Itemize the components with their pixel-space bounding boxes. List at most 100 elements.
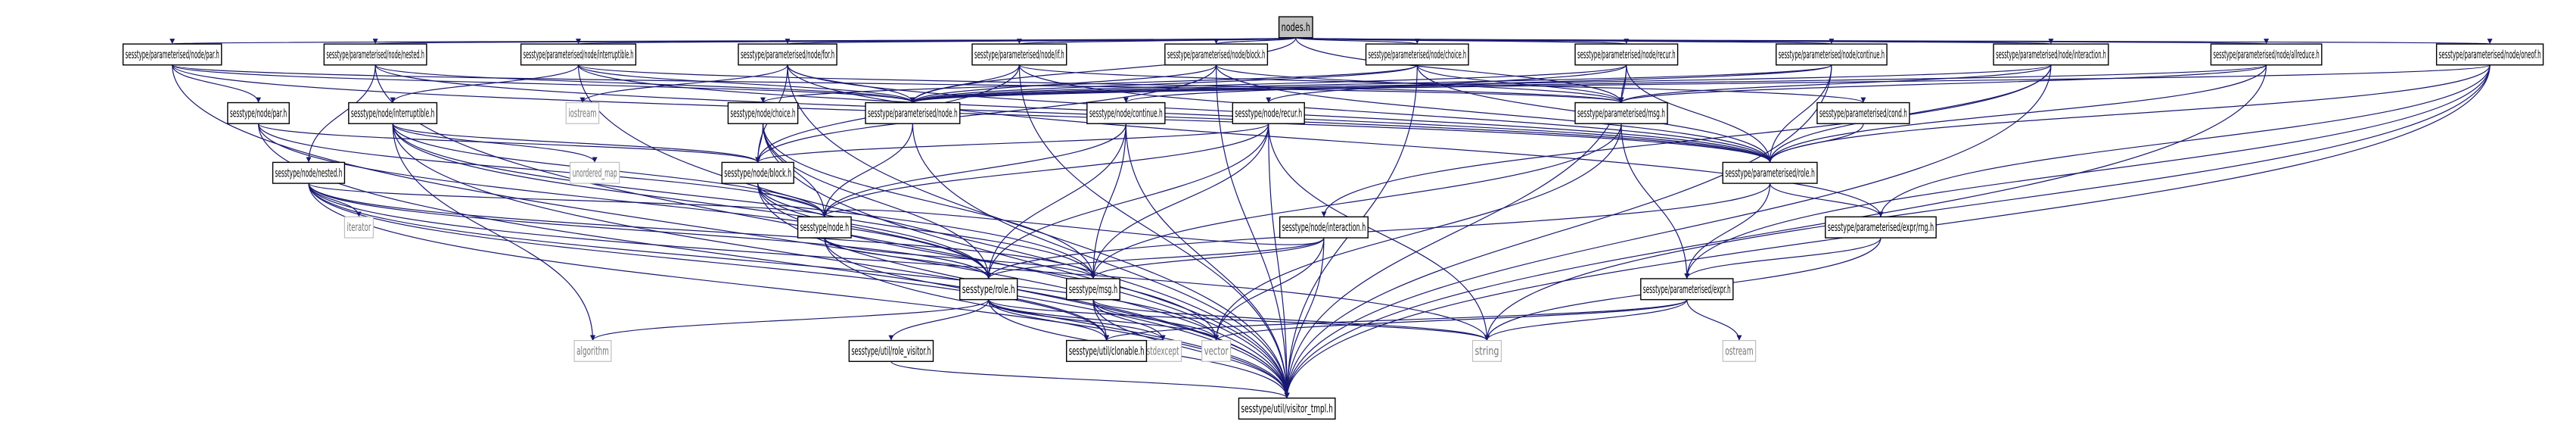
edge-node_h-to-role_h [824,237,992,279]
node-pn-par[interactable]: sesstype/parameterised/node/par.h [122,43,222,66]
node-box [797,216,852,239]
edge-pn_recur-to-u_visitor_tmpl [1284,64,1627,398]
node-label: sesstype/parameterised/node/for.h [741,48,834,61]
edge-role_h-to-u_role_visitor [888,299,990,341]
edge-pn_nested-to-p_role [374,64,1773,163]
edge-node_h-to-msg_h [824,237,1096,279]
edge-p_msg-to-p_expr [1620,123,1690,279]
edge-n_interaction-to-msg_h [1090,237,1325,279]
node-n-block[interactable]: sesstype/node/block.h [721,161,794,184]
node-box [570,161,620,184]
node-label: sesstype/parameterised/role.h [1725,166,1815,179]
node-box [343,216,374,239]
node-label: sesstype/parameterised/node/nested.h [326,48,424,61]
node-box [1279,216,1369,239]
edge-n_par-to-n_block [257,123,761,163]
node-pn-allreduce[interactable]: sesstype/parameterised/node/allreduce.h [2210,43,2323,66]
node-msg-h[interactable]: sesstype/msg.h [1066,278,1120,301]
node-box [323,43,427,66]
node-label: vector [1204,344,1229,357]
edge-p_node-to-u_visitor_tmpl [912,123,1290,398]
node-p-role[interactable]: sesstype/parameterised/role.h [1722,161,1818,184]
edge-pn_continue-to-p_role [1767,64,1832,163]
edge-pn_interaction-to-p_role [1767,64,2052,163]
node-pn-recur[interactable]: sesstype/parameterised/node/recur.h [1574,43,1679,66]
node-label: sesstype/node.h [800,220,849,234]
edge-p_role-to-p_expr_rng [1769,183,1884,217]
node-label: sesstype/parameterised/node/block.h [1167,48,1266,61]
node-n-recur[interactable]: sesstype/node/recur.h [1232,101,1305,124]
node-n-nested[interactable]: sesstype/node/nested.h [272,161,346,184]
node-u-visitor-tmpl[interactable]: sesstype/util/visitor_tmpl.h [1238,397,1336,420]
edge-nodes_h-to-p_msg [1295,37,1624,103]
node-p-cond[interactable]: sesstype/parameterised/cond.h [1816,101,1910,124]
node-n-choice[interactable]: sesstype/node/choice.h [727,101,799,124]
node-box [865,101,961,124]
node-pn-interruptible[interactable]: sesstype/parameterised/node/interruptibl… [520,43,637,66]
edge-pn_oneof-to-p_expr [1684,64,2491,279]
node-box [1471,339,1502,362]
node-u-clonable[interactable]: sesstype/util/clonable.h [1066,339,1148,362]
edge-n_block-to-role_h [757,183,992,279]
node-unordered-map: unordered_map [570,161,620,184]
node-pn-if[interactable]: sesstype/parameterised/node/if.h [971,43,1067,66]
edge-msg_h-to-u_visitor_tmpl [1092,299,1290,398]
node-p-expr-rng[interactable]: sesstype/parameterised/expr/rng.h [1825,216,1937,239]
edge-pn_par-to-p_node [172,64,915,104]
edge-pn_for-to-p_expr_rng [787,64,1884,217]
node-n-interruptible[interactable]: sesstype/node/interruptible.h [348,101,438,124]
node-label: sesstype/msg.h [1069,282,1117,296]
node-box [348,101,438,124]
node-box [1238,397,1336,420]
edge-msg_h-to-string [1092,299,1490,342]
node-pn-choice[interactable]: sesstype/parameterised/node/choice.h [1365,43,1469,66]
edge-pn_nested-to-p_node [374,64,915,104]
node-node-h[interactable]: sesstype/node.h [797,216,852,239]
node-pn-for[interactable]: sesstype/parameterised/node/for.h [738,43,837,66]
node-label: unordered_map [573,166,617,180]
node-label: sesstype/parameterised/node/recur.h [1577,48,1676,61]
edge-pn_choice-to-p_msg [1416,64,1624,103]
edge-pn_oneof-to-p_node [910,64,2491,104]
node-n-par[interactable]: sesstype/node/par.h [227,101,290,124]
node-pn-nested[interactable]: sesstype/parameterised/node/nested.h [323,43,427,66]
node-label: sesstype/parameterised/node/oneof.h [2439,48,2541,61]
edge-n_interruptible-to-n_block [392,123,761,163]
node-p-msg[interactable]: sesstype/parameterised/msg.h [1574,101,1668,124]
edge-n_recur-to-node_h [822,123,1269,217]
node-p-expr[interactable]: sesstype/parameterised/expr.h [1640,278,1734,301]
edge-pn_for-to-iostream [580,64,788,103]
edge-pn_allreduce-to-p_msg [1618,64,2267,104]
node-pn-oneof[interactable]: sesstype/parameterised/node/oneof.h [2435,43,2544,66]
node-n-continue[interactable]: sesstype/node/continue.h [1086,101,1166,124]
node-role-h[interactable]: sesstype/role.h [959,278,1018,301]
node-label: sesstype/util/clonable.h [1069,344,1145,357]
node-label: sesstype/parameterised/node/choice.h [1369,48,1467,61]
node-pn-continue[interactable]: sesstype/parameterised/node/continue.h [1776,43,1888,66]
edge-n_continue-to-node_h [822,123,1126,217]
node-label: sesstype/node/choice.h [730,106,795,120]
node-iostream: iostream [565,101,600,124]
node-box [1201,339,1232,362]
edge-nodes_h-to-pn_if [1017,37,1297,45]
node-box [1776,43,1888,66]
edge-pn_interruptible-to-p_node [577,64,915,104]
node-label: sesstype/parameterised/msg.h [1577,106,1665,120]
node-pn-block[interactable]: sesstype/parameterised/node/block.h [1164,43,1269,66]
edge-n_interruptible-to-unordered_map [392,123,598,163]
edge-pn_interruptible-to-n_interruptible [390,64,580,103]
node-label: sesstype/parameterised/cond.h [1819,106,1907,120]
node-p-node[interactable]: sesstype/parameterised/node.h [865,101,961,124]
node-label: iostream [568,106,596,120]
node-u-role-visitor[interactable]: sesstype/util/role_visitor.h [848,339,934,362]
node-label: sesstype/parameterised/node/interruptibl… [524,48,634,61]
node-pn-interaction[interactable]: sesstype/parameterised/node/interaction.… [1993,43,2109,66]
node-box [272,161,346,184]
edge-n_recur-to-u_visitor_tmpl [1268,123,1290,398]
node-box [721,161,794,184]
edge-n_nested-to-u_clonable [308,183,1110,341]
node-nodes-h[interactable]: nodes.h [1278,16,1313,39]
edge-msg_h-to-vector [1092,299,1220,341]
edge-pn_allreduce-to-p_node [910,64,2267,104]
node-n-interaction[interactable]: sesstype/node/interaction.h [1279,216,1369,239]
